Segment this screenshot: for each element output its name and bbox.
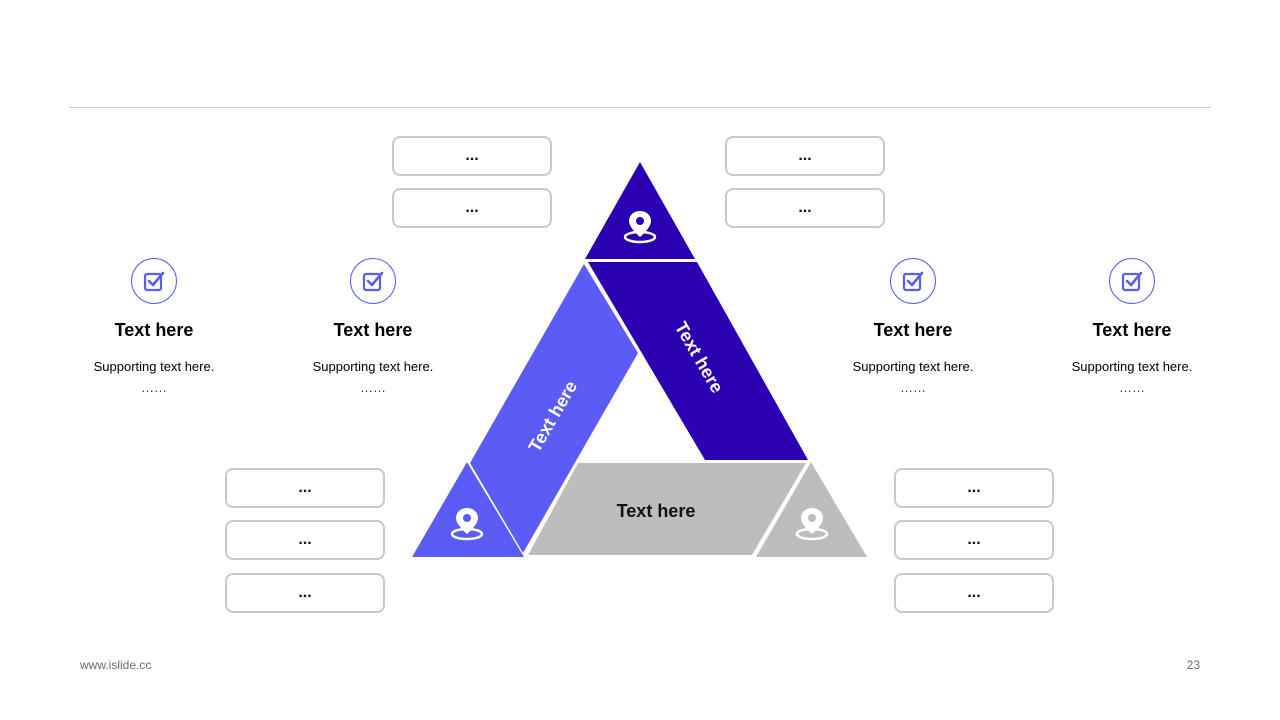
feature-support-text: Supporting text here. [93,359,215,374]
bottom-left-box-3: ... [225,573,385,613]
bottom-right-box-1: ... [894,468,1054,508]
header-divider [70,107,1210,108]
top-right-box-2: ... [725,188,885,228]
bottom-band [528,463,806,555]
right-band [588,262,808,460]
bottom-left-box-1: ... [225,468,385,508]
feature-support-text: Supporting text here. [312,359,434,374]
feature-title: Text here [873,320,953,340]
feature-title: Text here [1092,320,1172,340]
feature-title: Text here [333,320,413,340]
bottom-right-box-3: ... [894,573,1054,613]
bottom-left-box-2: ... [225,520,385,560]
top-corner-triangle [585,162,695,259]
feature-support-text: Supporting text here. [852,359,974,374]
checkbox-icon [890,258,936,304]
feature-block-4: Text here Supporting text here. …… [1042,258,1222,395]
feature-title: Text here [114,320,194,340]
feature-ellipsis: …… [1119,380,1145,395]
feature-support-text: Supporting text here. [1071,359,1193,374]
feature-ellipsis: …… [141,380,167,395]
checkbox-icon [350,258,396,304]
top-right-box-1: ... [725,136,885,176]
feature-block-3: Text here Supporting text here. …… [823,258,1003,395]
feature-ellipsis: …… [360,380,386,395]
footer-url[interactable]: www.islide.cc [80,658,152,672]
feature-block-2: Text here Supporting text here. …… [283,258,463,395]
top-left-box-1: ... [392,136,552,176]
top-left-box-2: ... [392,188,552,228]
feature-ellipsis: …… [900,380,926,395]
checkbox-icon [131,258,177,304]
left-band [470,264,638,553]
bottom-right-box-2: ... [894,520,1054,560]
bottom-band-label: Text here [617,501,696,521]
checkbox-icon [1109,258,1155,304]
feature-block-1: Text here Supporting text here. …… [64,258,244,395]
page-number: 23 [1186,658,1200,672]
